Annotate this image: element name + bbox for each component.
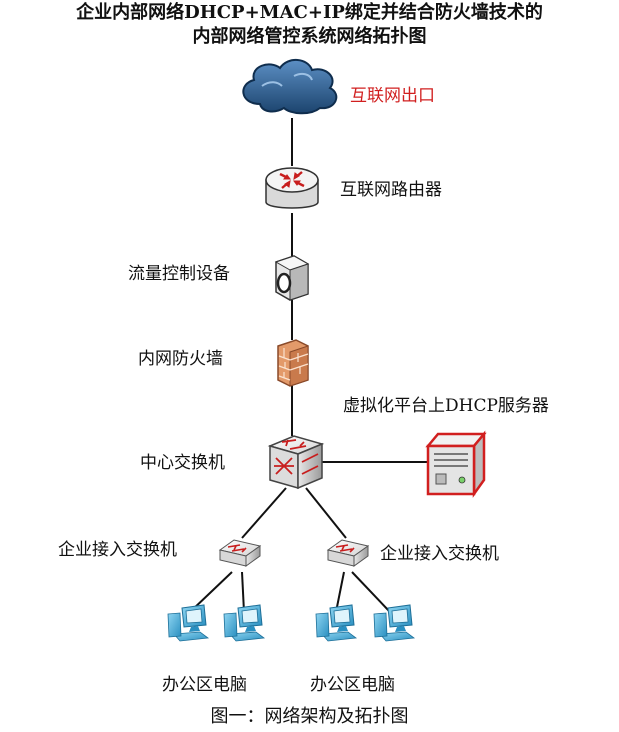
desktop-pc-icon	[373, 604, 415, 642]
router-icon	[265, 167, 319, 209]
dhcp-server-label: 虚拟化平台上DHCP服务器	[343, 396, 549, 416]
desktop-pc-icon	[167, 604, 209, 642]
link-core-access-right	[305, 487, 347, 539]
internet-exit-label: 互联网出口	[350, 86, 435, 106]
cloud-icon	[242, 59, 338, 115]
link-access-left-pc2	[241, 571, 245, 613]
router-label: 互联网路由器	[340, 180, 442, 200]
figure-caption: 图一：网络架构及拓扑图	[210, 706, 409, 727]
server-icon	[425, 430, 487, 498]
access-switch-right-label: 企业接入交换机	[380, 544, 499, 564]
access-switch-left-icon	[219, 539, 261, 567]
title-line-2: 内部网络管控系统网络拓扑图	[192, 26, 427, 47]
link-access-right-pc1	[335, 571, 345, 613]
firewall-icon	[277, 339, 309, 387]
title-line-1: 企业内部网络DHCP+MAC+IP绑定并结合防火墙技术的	[76, 2, 543, 23]
desktop-pc-icon	[223, 604, 265, 642]
traffic-control-icon	[274, 255, 310, 301]
desktop-pc-icon	[315, 604, 357, 642]
traffic-control-label: 流量控制设备	[128, 264, 230, 284]
access-switch-right-icon	[327, 539, 369, 567]
office-pcs-left-label: 办公区电脑	[162, 675, 247, 695]
connection-lines	[189, 118, 428, 613]
firewall-label: 内网防火墙	[138, 349, 223, 369]
link-access-right-pc2	[351, 571, 391, 613]
access-switch-left-label: 企业接入交换机	[58, 540, 177, 560]
link-core-access-left	[241, 487, 287, 539]
link-access-left-pc1	[189, 571, 233, 613]
core-switch-label: 中心交换机	[140, 453, 225, 473]
core-switch-icon	[267, 435, 325, 490]
office-pcs-right-label: 办公区电脑	[310, 675, 395, 695]
